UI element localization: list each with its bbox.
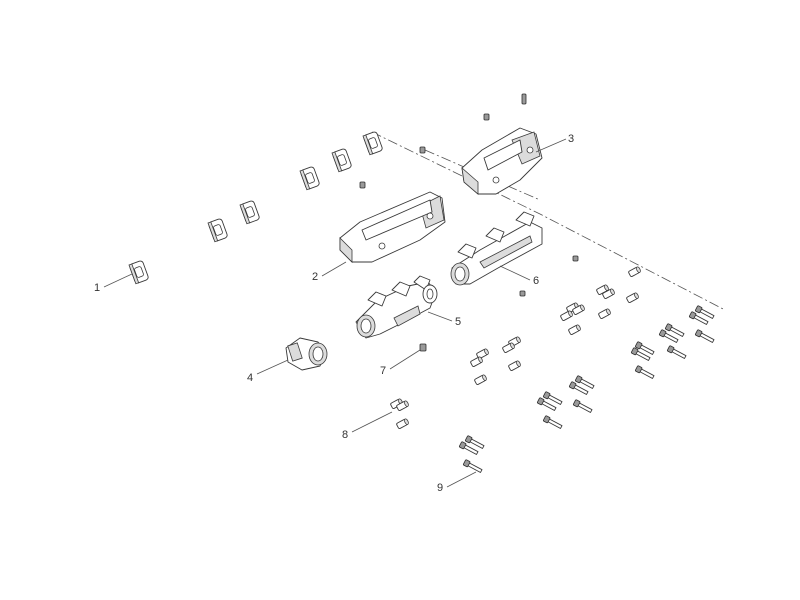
leader-line bbox=[256, 359, 289, 375]
callout-4: 4 bbox=[247, 372, 253, 384]
spacer-sleeve bbox=[508, 360, 521, 371]
exhaust-elbow bbox=[285, 337, 328, 371]
leader-line bbox=[351, 411, 393, 433]
leader-line bbox=[103, 273, 133, 288]
bolt bbox=[573, 399, 593, 413]
nut bbox=[519, 290, 526, 297]
bolt bbox=[537, 397, 557, 411]
callout-9: 9 bbox=[437, 482, 443, 494]
leader-lines bbox=[103, 138, 567, 488]
leader-line bbox=[535, 138, 567, 153]
bolt bbox=[569, 381, 589, 395]
bolt bbox=[689, 311, 709, 325]
leader-line bbox=[389, 349, 421, 370]
cover-nuts bbox=[359, 93, 579, 297]
exhaust-gasket bbox=[207, 218, 228, 243]
nut bbox=[572, 255, 579, 262]
spacer-sleeve bbox=[474, 374, 487, 385]
bolt bbox=[667, 345, 687, 359]
bolt bbox=[635, 365, 655, 379]
bolt bbox=[465, 435, 485, 449]
callout-labels: 1 2 3 4 5 6 7 8 9 bbox=[94, 133, 574, 494]
bolt bbox=[631, 347, 651, 361]
callout-8: 8 bbox=[342, 429, 348, 441]
callout-3: 3 bbox=[568, 133, 574, 145]
nut bbox=[359, 181, 366, 189]
heat-shield-rear bbox=[461, 127, 543, 195]
bolt bbox=[575, 375, 595, 389]
axis-line-upper bbox=[371, 131, 726, 311]
exhaust-manifold-front bbox=[355, 275, 438, 339]
callout-5: 5 bbox=[455, 316, 461, 328]
leader-line bbox=[427, 311, 453, 322]
spacer-sleeve bbox=[602, 288, 615, 299]
bolt bbox=[543, 415, 563, 429]
manifold-bolts bbox=[459, 305, 715, 473]
exhaust-gasket bbox=[128, 260, 149, 285]
spacer-sleeve bbox=[560, 310, 573, 321]
bolt bbox=[695, 329, 715, 343]
spacer-sleeve bbox=[568, 324, 581, 335]
stud bbox=[521, 93, 527, 105]
exhaust-manifold-rear bbox=[450, 211, 543, 286]
bolt bbox=[665, 323, 685, 337]
leader-line bbox=[499, 265, 531, 281]
spacer-sleeve bbox=[396, 418, 409, 429]
bolt bbox=[635, 341, 655, 355]
spacer-sleeve bbox=[396, 400, 409, 411]
callout-2: 2 bbox=[312, 271, 318, 283]
spacer-sleeve bbox=[572, 304, 585, 315]
bolt bbox=[463, 459, 483, 473]
bolt bbox=[695, 305, 715, 319]
leader-line bbox=[446, 471, 477, 488]
bolt bbox=[459, 441, 479, 455]
callout-1: 1 bbox=[94, 282, 100, 294]
spacer-sleeves bbox=[390, 266, 641, 429]
nut bbox=[419, 146, 426, 154]
exhaust-gasket bbox=[362, 131, 383, 156]
exhaust-gasket bbox=[331, 148, 352, 173]
callout-7: 7 bbox=[380, 365, 386, 377]
spacer-sleeve bbox=[476, 348, 489, 359]
spacer-sleeve bbox=[626, 292, 639, 303]
exhaust-gasket bbox=[299, 166, 320, 191]
callout-6: 6 bbox=[533, 275, 539, 287]
exhaust-gasket bbox=[239, 200, 260, 225]
spacer-sleeve bbox=[502, 342, 515, 353]
spacer-sleeve bbox=[628, 266, 641, 277]
spacer-sleeve bbox=[598, 308, 611, 319]
bolt bbox=[659, 329, 679, 343]
nut bbox=[483, 113, 490, 121]
gasket-set bbox=[128, 131, 383, 285]
leader-line bbox=[321, 261, 347, 277]
manifold-nut bbox=[419, 343, 427, 352]
spacer-sleeve bbox=[470, 356, 483, 367]
bolt bbox=[543, 391, 563, 405]
heat-shield-front bbox=[339, 191, 446, 263]
